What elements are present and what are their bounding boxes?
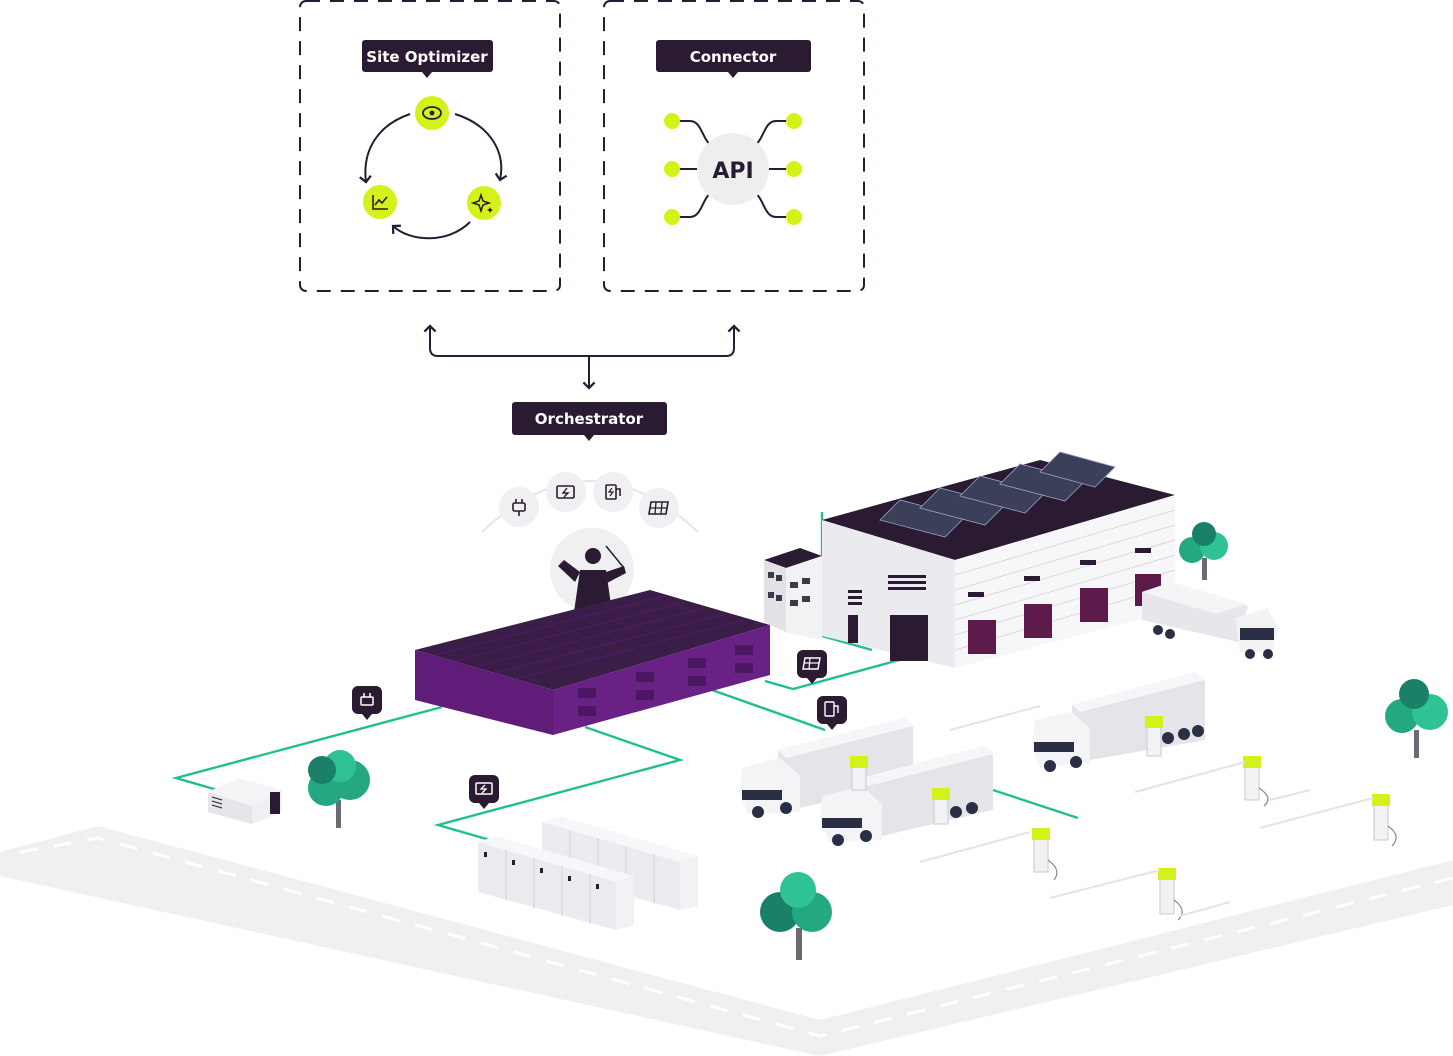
connector-label: Connector <box>690 48 777 66</box>
truck-warehouse <box>1142 582 1278 659</box>
battery-row-front <box>478 836 634 930</box>
connector-panel: Connector API <box>603 0 865 292</box>
charger-5 <box>1243 756 1269 807</box>
connector-tag: Connector <box>656 40 811 78</box>
charger-6 <box>1372 794 1397 847</box>
conductor-figure <box>558 548 626 612</box>
orchestrator-arrows <box>423 324 741 390</box>
charger-4 <box>1032 828 1058 881</box>
orchestrator-tag: Orchestrator <box>512 402 667 441</box>
road <box>0 826 1453 1056</box>
truck-center <box>820 746 993 846</box>
solar-grid-icon <box>639 488 679 528</box>
battery-storage <box>478 816 698 930</box>
charger-7 <box>1158 868 1183 921</box>
orchestrator-label: Orchestrator <box>535 410 644 428</box>
tree-1 <box>308 750 370 828</box>
plug-icon <box>499 487 539 527</box>
sparkle-icon <box>467 186 501 220</box>
api-node <box>697 133 769 205</box>
charger-2 <box>932 788 950 825</box>
chart-line-icon <box>363 185 397 219</box>
charger-3 <box>1145 716 1163 757</box>
tree-4 <box>760 872 832 960</box>
charger-1 <box>850 756 868 791</box>
ev-chargers <box>850 705 1397 921</box>
pin-battery <box>469 775 499 809</box>
pin-ev-charger <box>817 696 847 730</box>
battery-icon <box>546 472 586 512</box>
tree-3 <box>1385 679 1448 758</box>
generator-unit <box>208 778 282 824</box>
truck-right <box>1032 672 1205 772</box>
connection-dots <box>664 113 802 225</box>
ev-charger-icon <box>593 472 633 512</box>
site-optimizer-panel: Site Optimizer <box>299 0 561 292</box>
orchestrator-building <box>415 528 770 735</box>
site-optimizer-tag: Site Optimizer <box>362 40 493 78</box>
orchestrator-ring <box>481 472 699 533</box>
warehouse <box>764 451 1176 668</box>
tree-2 <box>1179 522 1228 580</box>
site-optimizer-label: Site Optimizer <box>366 48 488 66</box>
pin-solar <box>797 650 827 684</box>
solar-panels <box>879 451 1116 538</box>
pin-plug <box>352 686 382 720</box>
eye-icon <box>415 96 449 130</box>
api-label: API <box>712 159 753 184</box>
battery-row-back <box>542 816 698 910</box>
